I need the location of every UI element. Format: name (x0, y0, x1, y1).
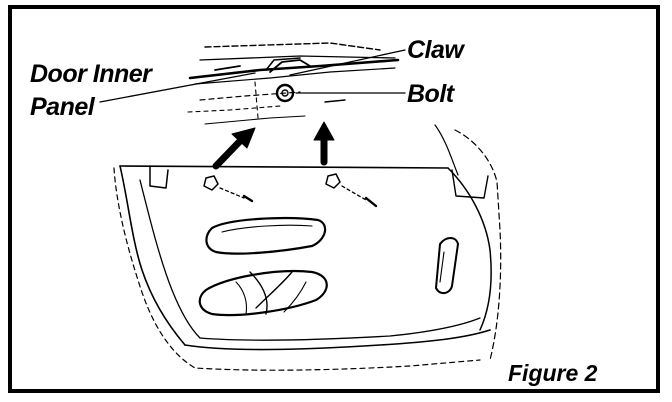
armrest-pull-handle (198, 270, 328, 317)
door-trim-panel (113, 124, 502, 371)
figure-frame (8, 5, 660, 393)
claw-label: Claw (407, 36, 464, 64)
clip-left (203, 175, 254, 203)
arrow-right (313, 121, 335, 166)
switch-pocket (435, 237, 459, 294)
door-inner-panel-label-line2: Panel (30, 93, 95, 121)
door-handle-recess (205, 217, 327, 255)
door-inner-panel-label-line1: Door Inner (30, 60, 152, 88)
clip-right (325, 173, 378, 208)
arrow-left (212, 127, 256, 170)
bolt-head (275, 83, 295, 103)
bolt-label: Bolt (407, 80, 454, 108)
door-frame-top (187, 42, 400, 125)
leader-lines (99, 49, 406, 103)
figure-caption: Figure 2 (508, 360, 598, 386)
claw-and-bolt (269, 59, 311, 103)
